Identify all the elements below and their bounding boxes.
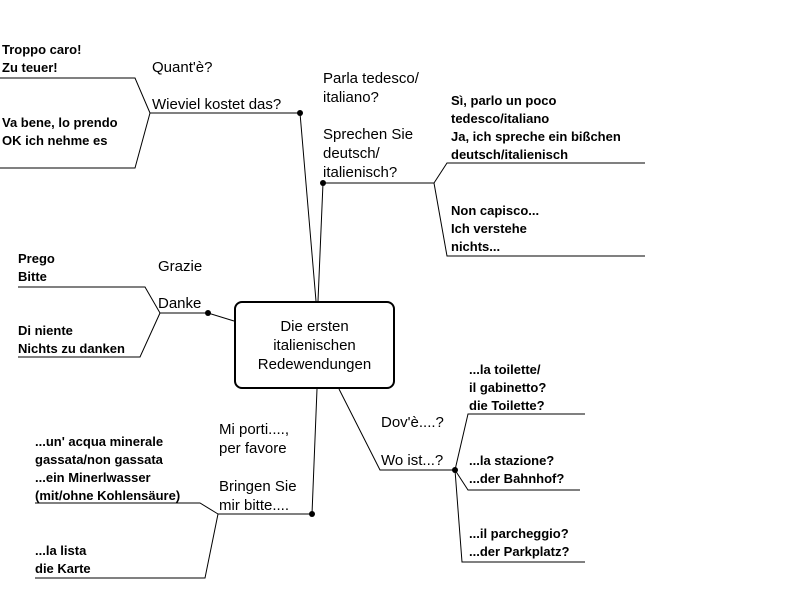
price-german: Wieviel kostet das? <box>152 96 282 113</box>
connector-bring-leaf1 <box>35 502 219 515</box>
connector-where-leaf2 <box>454 469 580 491</box>
connector-price-leaf1 <box>0 77 151 114</box>
price-italian: Quant'è? <box>152 59 213 76</box>
where-leaf-parking: ...il parcheggio? ...der Parkplatz? <box>469 526 570 559</box>
bring-italian: Mi porti...., per favore <box>219 421 290 457</box>
node-dot-language <box>320 180 326 186</box>
connector-thanks-leaf2 <box>18 312 161 358</box>
thanks-german: Danke <box>158 295 202 312</box>
connector-thanks <box>160 312 235 322</box>
thanks-italian: Grazie <box>158 258 203 275</box>
language-german: Sprechen Sie deutsch/ italienisch? <box>323 126 414 181</box>
thanks-leaf-no-problem: Di niente Nichts zu danken <box>18 323 125 356</box>
language-leaf-not-understand: Non capisco... Ich verstehe nichts... <box>451 203 540 254</box>
where-german: Wo ist...? <box>381 452 444 469</box>
connector-where-leaf3 <box>454 469 585 563</box>
connector-language-leaf2 <box>433 182 645 257</box>
where-leaf-station: ...la stazione? ...der Bahnhof? <box>469 453 565 486</box>
node-dot-price <box>297 110 303 116</box>
connector-where <box>338 388 455 471</box>
central-topic-label: Die ersten italienischen Redewendungen <box>257 317 372 373</box>
price-leaf-ok: Va bene, lo prendo OK ich nehme es <box>2 115 118 148</box>
price-leaf-too-expensive: Troppo caro! Zu teuer! <box>2 42 82 75</box>
language-italian: Parla tedesco/ italiano? <box>323 70 419 106</box>
bring-leaf-mineral-water: ...un' acqua minerale gassata/non gassat… <box>35 434 181 503</box>
where-italian: Dov'è....? <box>381 414 444 431</box>
node-dot-thanks <box>205 310 211 316</box>
thanks-leaf-please: Prego Bitte <box>18 251 55 284</box>
bring-leaf-menu: ...la lista die Karte <box>35 543 91 576</box>
node-dot-where <box>452 467 458 473</box>
connector-language-leaf1 <box>433 162 645 184</box>
bring-german: Bringen Sie mir bitte.... <box>219 478 297 514</box>
central-topic: Die ersten italienischen Redewendungen <box>234 301 395 389</box>
connector-language <box>317 182 434 302</box>
connector-bring-leaf2 <box>35 513 219 579</box>
language-leaf-speak-little: Sì, parlo un poco tedesco/italiano Ja, i… <box>451 93 621 162</box>
connector-where-leaf1 <box>454 413 585 471</box>
connector-thanks-leaf1 <box>18 286 161 314</box>
connector-price-leaf2 <box>0 112 151 169</box>
where-leaf-toilet: ...la toilette/ il gabinetto? die Toilet… <box>469 362 547 413</box>
node-dot-bring <box>309 511 315 517</box>
